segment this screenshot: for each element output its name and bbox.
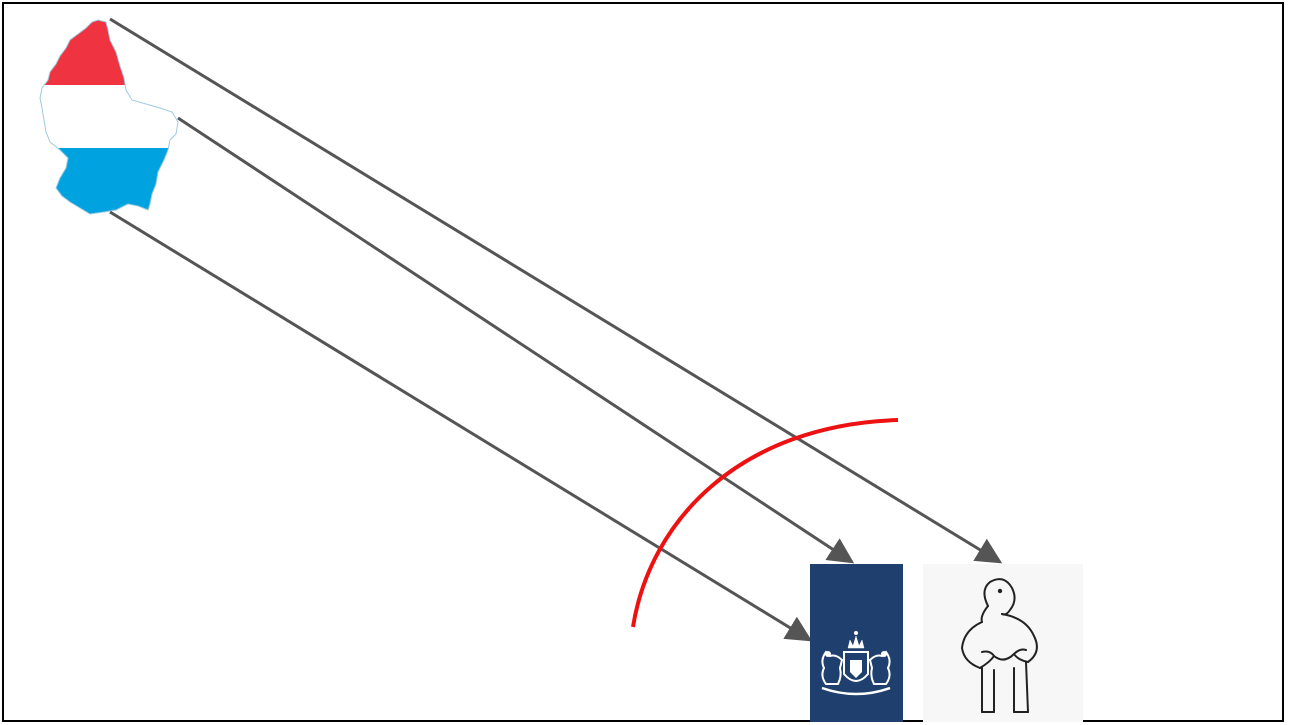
arrow-lux-to-government-lower [109,210,813,642]
coat-of-arms-emblem [821,631,891,696]
flag-blue-stripe [40,148,178,214]
cartoon-person-hands-on-hips-icon [923,564,1083,722]
arrow-lux-to-government-upper [177,116,855,564]
arrow-lux-to-person [109,17,1003,564]
flag-white-stripe [40,85,178,148]
luxembourg-flag-map-icon [39,19,179,215]
person-background [923,564,1083,722]
dutch-government-coat-of-arms-logo [810,564,903,722]
person-drawing [961,578,1038,713]
red-barrier-arc [631,418,899,628]
luxembourg-border-outline [39,19,179,215]
flag-red-stripe [40,20,178,85]
